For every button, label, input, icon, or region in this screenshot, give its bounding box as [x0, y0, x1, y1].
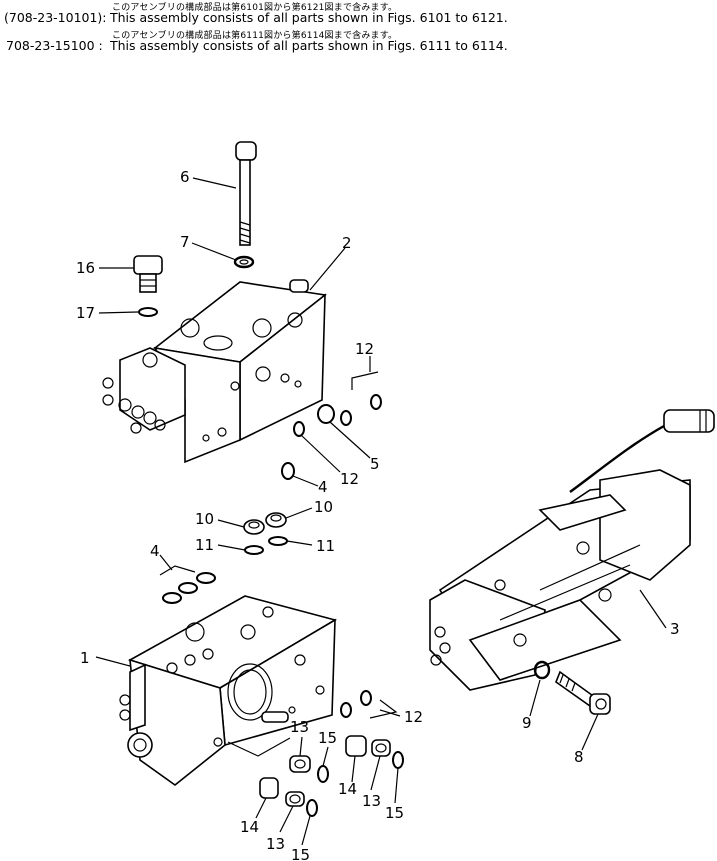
sleeve-part-13-right — [371, 739, 391, 757]
header-part-number-1: (708-23-10101): — [4, 10, 107, 25]
spacer-part-10-right — [265, 512, 287, 528]
o-ring-part-11-left — [244, 545, 264, 555]
callout-12-middle: 12 — [340, 470, 359, 488]
o-ring-part-12-single — [293, 421, 305, 437]
o-ring-part-11-right — [268, 536, 288, 546]
washer-part-7 — [233, 255, 255, 269]
spacer-part-10-left — [243, 519, 265, 535]
solenoid-assembly-part-3 — [429, 409, 715, 691]
header-part-number-2: 708-23-15100 : — [6, 38, 103, 53]
callout-4-upper: 4 — [318, 478, 328, 496]
callout-7: 7 — [180, 233, 190, 251]
callout-11-right: 11 — [316, 537, 335, 555]
bolt-part-6 — [235, 141, 257, 246]
callout-13-top: 13 — [290, 718, 309, 736]
o-ring-part-5 — [317, 404, 335, 424]
o-ring-group-part-4-lower — [159, 565, 216, 604]
valve-block-part-2 — [102, 279, 327, 464]
callout-8: 8 — [574, 748, 584, 766]
callout-12-lower: 12 — [404, 708, 423, 726]
o-ring-group-part-12-lower — [340, 690, 398, 719]
callout-14-right: 14 — [338, 780, 357, 798]
header-japanese-line-2: このアセンブリの構成部品は第6111図から第6114図まで含みます。 — [112, 31, 398, 41]
callout-9: 9 — [522, 714, 532, 732]
bolt-part-8 — [555, 670, 611, 715]
valve-block-part-1 — [119, 595, 338, 787]
header-description-2: This assembly consists of all parts show… — [110, 38, 508, 53]
o-ring-group-part-12-upper — [340, 371, 382, 426]
header-japanese-line-1: このアセンブリの構成部品は第6101図から第6121図まで含みます。 — [112, 3, 398, 13]
callout-10-right: 10 — [314, 498, 333, 516]
callout-4-lower: 4 — [150, 542, 160, 560]
callout-15-bottom: 15 — [291, 846, 310, 861]
callout-13-right: 13 — [362, 792, 381, 810]
callout-2: 2 — [342, 234, 352, 252]
callout-10-left: 10 — [195, 510, 214, 528]
callout-12-upper: 12 — [355, 340, 374, 358]
callout-3: 3 — [670, 620, 680, 638]
plug-part-16 — [133, 255, 163, 293]
o-ring-part-15-bottom — [306, 799, 318, 817]
sleeve-part-13-top — [289, 755, 311, 773]
callout-15-right: 15 — [385, 804, 404, 822]
callout-6: 6 — [180, 168, 190, 186]
callout-1: 1 — [80, 649, 90, 667]
header-description-1: This assembly consists of all parts show… — [110, 10, 508, 25]
callout-14-bottom: 14 — [240, 818, 259, 836]
o-ring-part-17 — [138, 307, 158, 317]
plug-part-14-bottom — [259, 777, 279, 799]
leader-lines — [95, 177, 667, 846]
callout-16: 16 — [76, 259, 95, 277]
callout-11-left: 11 — [195, 536, 214, 554]
callout-15-top: 15 — [318, 729, 337, 747]
callout-5: 5 — [370, 455, 380, 473]
o-ring-part-15-right — [392, 751, 404, 769]
plug-part-14-right — [345, 735, 367, 757]
o-ring-part-15-top — [317, 765, 329, 783]
washer-part-9 — [533, 660, 551, 680]
callout-17: 17 — [76, 304, 95, 322]
callout-13-bottom: 13 — [266, 835, 285, 853]
sleeve-part-13-bottom — [285, 791, 305, 807]
o-ring-part-4-upper — [281, 462, 295, 480]
